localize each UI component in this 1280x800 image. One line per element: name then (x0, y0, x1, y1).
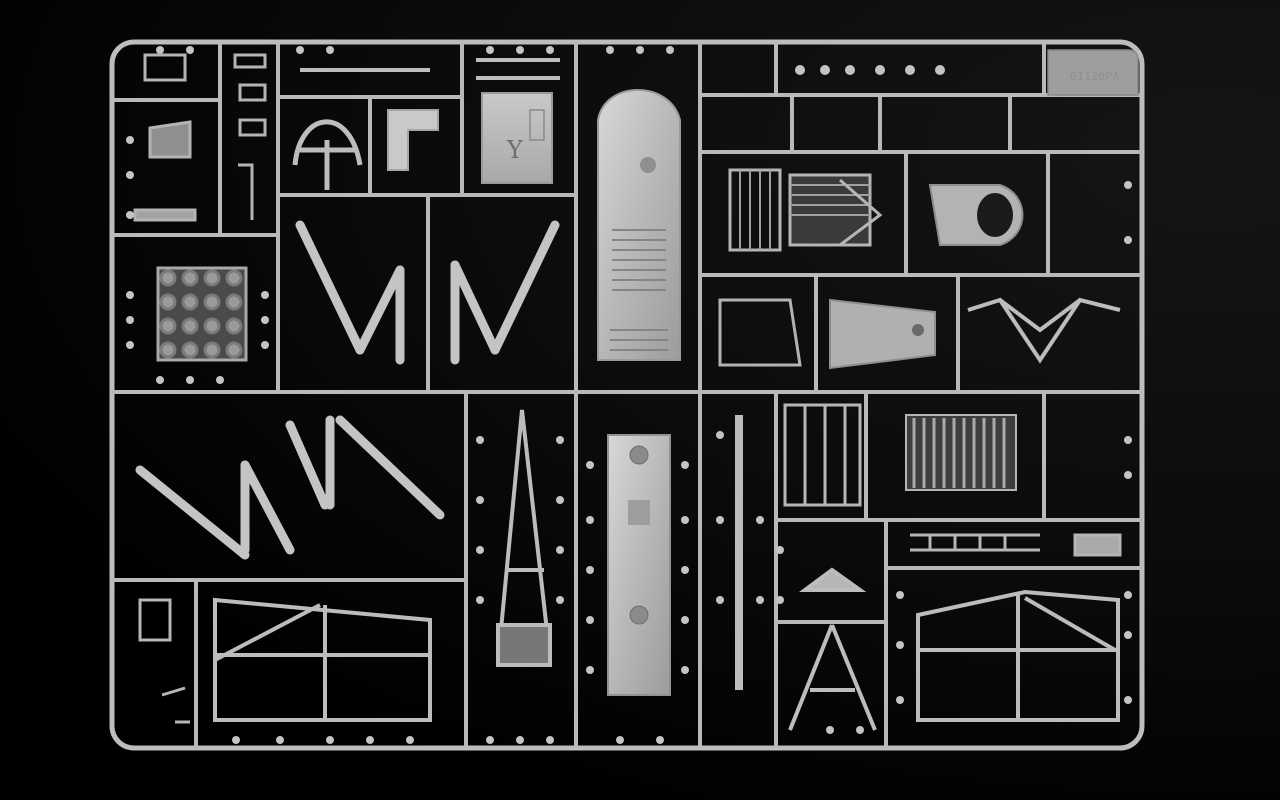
floor-panel-part (597, 89, 681, 361)
chassis-frame-left (213, 597, 432, 722)
small-parts-bottom-left (138, 598, 190, 724)
sprue-frame (109, 39, 1145, 751)
wire-frame-part (967, 297, 1121, 364)
l-bracket-part (387, 109, 439, 171)
hood-part (928, 184, 1024, 246)
a-frame-part (496, 409, 552, 667)
tripod-part (788, 567, 877, 731)
chassis-frame-right (916, 589, 1120, 722)
grille-part-upper (728, 168, 883, 252)
arch-part (292, 119, 363, 190)
sprue-runners (112, 42, 1142, 748)
side-panel-parts (718, 298, 936, 370)
sprue-gates (126, 46, 1132, 744)
strut-parts-upper (295, 220, 560, 365)
rod-parts-top (300, 58, 560, 80)
sprue-code-tab (1047, 49, 1139, 96)
frame-grid-part (783, 403, 862, 507)
grille-part-lower (905, 414, 1017, 491)
small-parts-top-left (133, 53, 267, 222)
long-floor-part (607, 434, 671, 696)
ladder-part (910, 533, 1122, 557)
y-panel-part (481, 92, 553, 184)
grid-part-cluster (156, 266, 248, 362)
strut-parts-lower (135, 415, 445, 560)
